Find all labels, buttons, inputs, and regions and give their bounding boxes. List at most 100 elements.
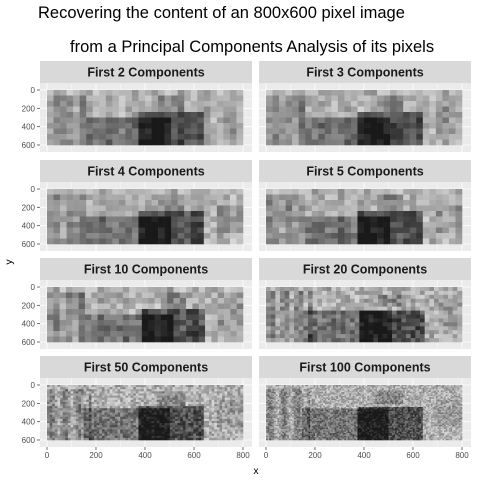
pixel [203, 418, 207, 422]
pixel [316, 390, 319, 393]
pixel [240, 410, 244, 413]
pixel [66, 211, 74, 217]
pixel [364, 294, 369, 300]
pixel [135, 433, 139, 437]
pixel [272, 194, 280, 201]
pixel [406, 385, 409, 387]
pixel [316, 391, 319, 394]
pixel [104, 406, 108, 409]
pixel [73, 385, 77, 388]
pixel [298, 386, 301, 389]
pixel [201, 385, 205, 388]
pixel [135, 399, 139, 403]
pixel [381, 391, 384, 394]
pixel [52, 412, 56, 415]
pixel [331, 294, 337, 300]
pixel [378, 302, 383, 307]
pixel [285, 216, 293, 223]
pixel [383, 189, 391, 195]
pixel [186, 287, 193, 293]
pixel [368, 387, 371, 390]
pixel [148, 385, 152, 388]
pixel [378, 287, 383, 292]
pixel [145, 112, 152, 118]
pixel [292, 101, 299, 107]
pixel [171, 90, 178, 96]
pixel [311, 387, 314, 390]
pixel [222, 425, 225, 428]
pixel [164, 435, 168, 439]
pixel [177, 433, 181, 437]
pixel [324, 391, 327, 394]
pixel [385, 390, 388, 393]
pixel [279, 391, 281, 394]
pixel [448, 387, 451, 390]
pixel [197, 123, 205, 129]
pixel [316, 387, 319, 390]
pixel [197, 233, 205, 239]
pixel [350, 334, 355, 339]
pixel [458, 387, 461, 390]
pixel [311, 390, 314, 393]
pixel [159, 408, 163, 411]
pixel [266, 233, 273, 239]
pixel [415, 330, 421, 335]
pixel [99, 227, 107, 234]
pixel [364, 338, 369, 343]
pixel [322, 302, 327, 307]
pixel [354, 298, 360, 304]
pixel [177, 408, 181, 411]
pixel [222, 414, 225, 418]
pixel [211, 418, 215, 422]
pixel [99, 139, 107, 146]
pixel [240, 397, 244, 401]
pixel [57, 416, 61, 420]
pixel [203, 227, 211, 234]
pixel [294, 298, 299, 304]
pixel [305, 216, 313, 223]
pixel [88, 420, 92, 424]
pixel [145, 233, 152, 239]
pixel [403, 389, 406, 391]
pixel [161, 435, 165, 439]
pixel [78, 437, 82, 441]
pixel [130, 391, 134, 394]
pixel [298, 194, 306, 201]
pixel [326, 298, 332, 304]
pixel [117, 385, 121, 388]
pixel [79, 200, 87, 206]
pixel [80, 385, 84, 388]
pixel [337, 194, 345, 201]
pixel [392, 298, 397, 304]
pixel [216, 227, 224, 234]
pixel [195, 397, 199, 401]
pixel [145, 101, 152, 107]
pixel [229, 429, 233, 432]
pixel [383, 387, 386, 390]
pixel [94, 387, 97, 390]
pixel [86, 227, 94, 234]
pixel [336, 294, 341, 300]
pixel [442, 386, 445, 389]
pixel [167, 292, 174, 299]
pixel [340, 287, 346, 292]
pixel [387, 314, 393, 319]
pixel [266, 128, 273, 135]
pixel [130, 385, 134, 388]
pixel [317, 318, 323, 323]
pixel [458, 389, 461, 391]
pixel [235, 410, 239, 413]
pixel [156, 420, 160, 424]
pixel [350, 322, 355, 327]
pixel [167, 391, 171, 394]
pixel [110, 325, 117, 332]
pixel [159, 410, 163, 413]
pixel [197, 227, 205, 234]
pixel [197, 139, 205, 146]
pixel [293, 393, 296, 395]
pixel [130, 393, 134, 396]
pixel [118, 233, 126, 239]
pixel [210, 139, 218, 146]
pixel [188, 410, 192, 413]
pixel [341, 385, 344, 387]
